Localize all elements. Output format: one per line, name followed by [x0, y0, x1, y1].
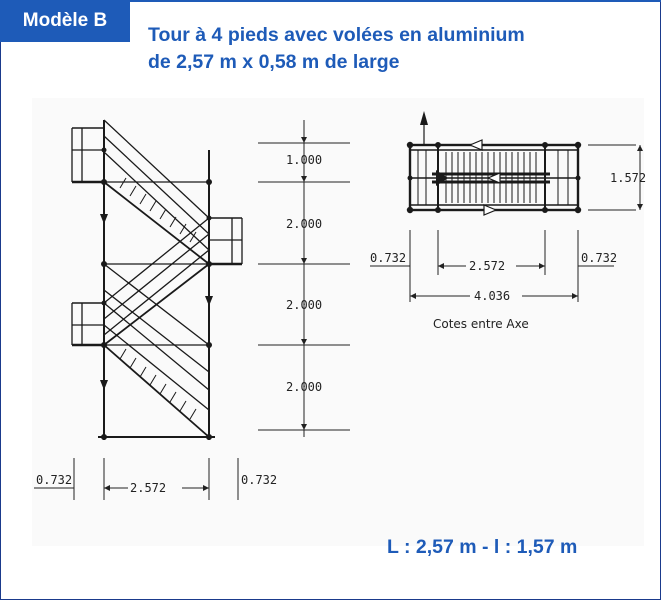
- top-dim-middle: 2.572: [469, 259, 505, 273]
- height-dim-1: 1.000: [286, 153, 322, 167]
- height-dim-3: 2.000: [286, 298, 322, 312]
- dimension-summary: L : 2,57 m - l : 1,57 m: [387, 536, 578, 558]
- side-dim-middle: 2.572: [130, 481, 166, 495]
- drawing-paper: [32, 98, 644, 546]
- top-horizontal-dimension-lines: [370, 230, 614, 302]
- side-dim-right: 0.732: [241, 473, 277, 487]
- height-dim-4: 2.000: [286, 380, 322, 394]
- top-dim-depth: 1.572: [610, 171, 646, 185]
- side-view-elevation: [71, 119, 243, 440]
- side-bottom-dimension-lines: [34, 458, 239, 500]
- title-line-2: de 2,57 m x 0,58 m de large: [148, 51, 400, 73]
- height-dim-2: 2.000: [286, 217, 322, 231]
- model-title: Tour à 4 pieds avec volées en aluminium …: [148, 22, 525, 76]
- side-dim-left: 0.732: [36, 473, 72, 487]
- top-view-caption: Cotes entre Axe: [433, 317, 529, 331]
- top-dim-left: 0.732: [370, 251, 406, 265]
- height-dimension-chain: [258, 120, 350, 437]
- header-rule: [130, 0, 661, 2]
- title-line-1: Tour à 4 pieds avec volées en aluminium: [148, 24, 525, 46]
- top-dim-right: 0.732: [581, 251, 617, 265]
- top-view-plan: [406, 111, 582, 216]
- depth-dimension-line: [588, 144, 643, 211]
- top-dim-total: 4.036: [474, 289, 510, 303]
- model-tab: Modèle B: [0, 0, 130, 42]
